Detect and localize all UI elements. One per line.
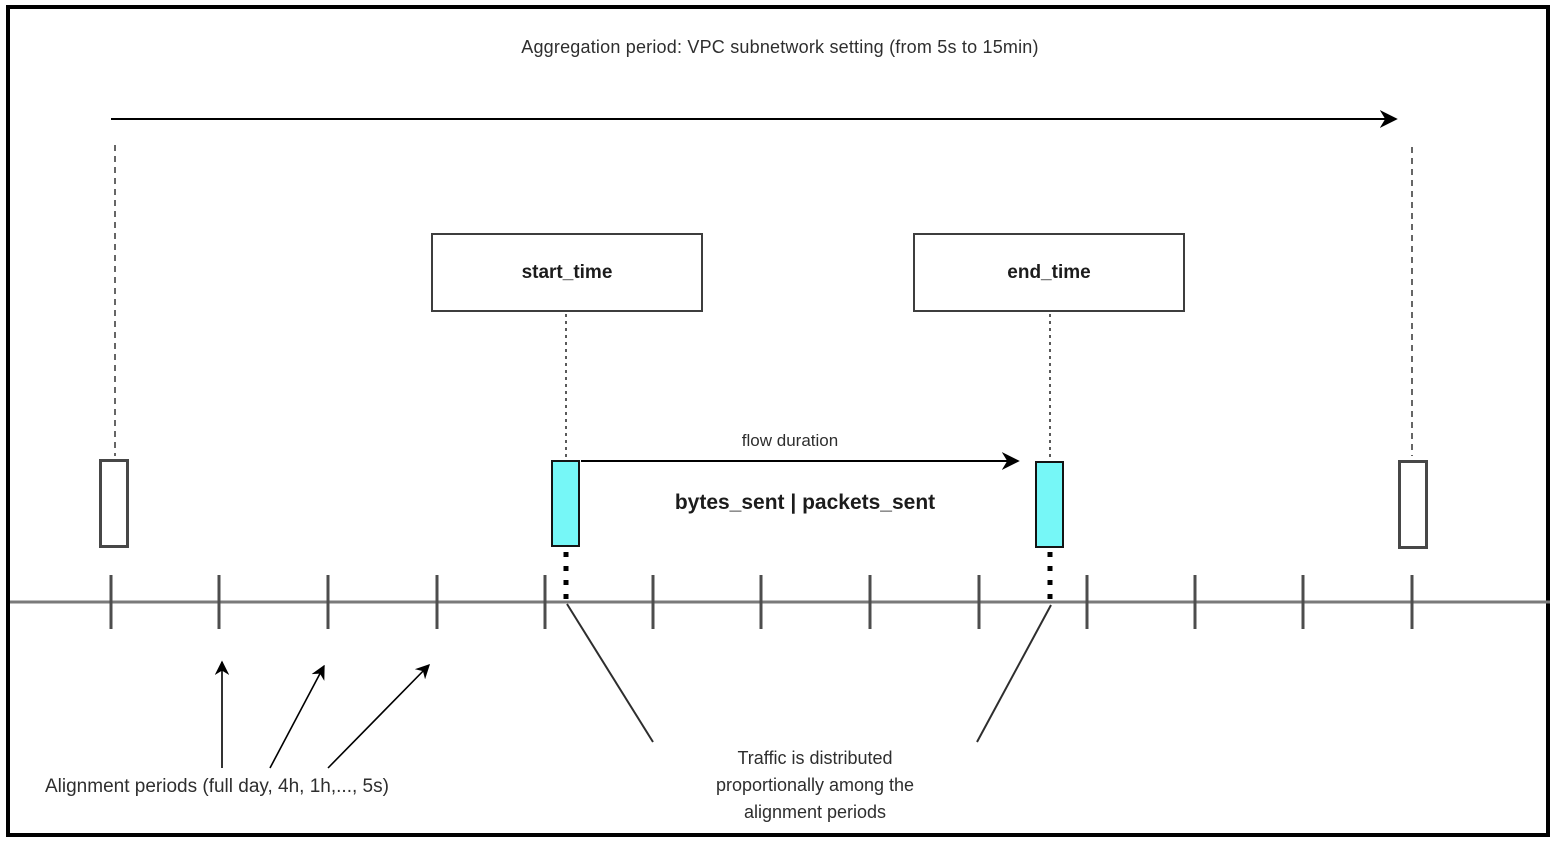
- start-time-label: start_time: [521, 261, 613, 283]
- flow-metrics-label: bytes_sent | packets_sent: [674, 491, 936, 514]
- alignment-periods-label: Alignment periods (full day, 4h, 1h,...,…: [45, 776, 389, 797]
- alignment-arrow-3: [327, 663, 431, 769]
- timeline-ticks: [109, 575, 1414, 629]
- flow-end-marker: [1035, 461, 1064, 548]
- diagram-frame: [6, 5, 1550, 837]
- aggregation-start-marker: [99, 459, 129, 548]
- traffic-callout-line-right: [976, 604, 1052, 743]
- traffic-callout-line-left: [566, 603, 654, 743]
- aggregation-end-marker: [1398, 460, 1428, 549]
- end-time-label: end_time: [1007, 261, 1091, 283]
- start-time-box: start_time: [431, 233, 703, 312]
- diagram-title: Aggregation period: VPC subnetwork setti…: [521, 37, 1039, 57]
- flow-start-marker: [551, 460, 580, 547]
- end-time-box: end_time: [913, 233, 1185, 312]
- traffic-distribution-note: Traffic is distributed proportionally am…: [715, 748, 915, 822]
- flow-duration-label: flow duration: [741, 431, 839, 450]
- alignment-arrow-2: [269, 664, 325, 769]
